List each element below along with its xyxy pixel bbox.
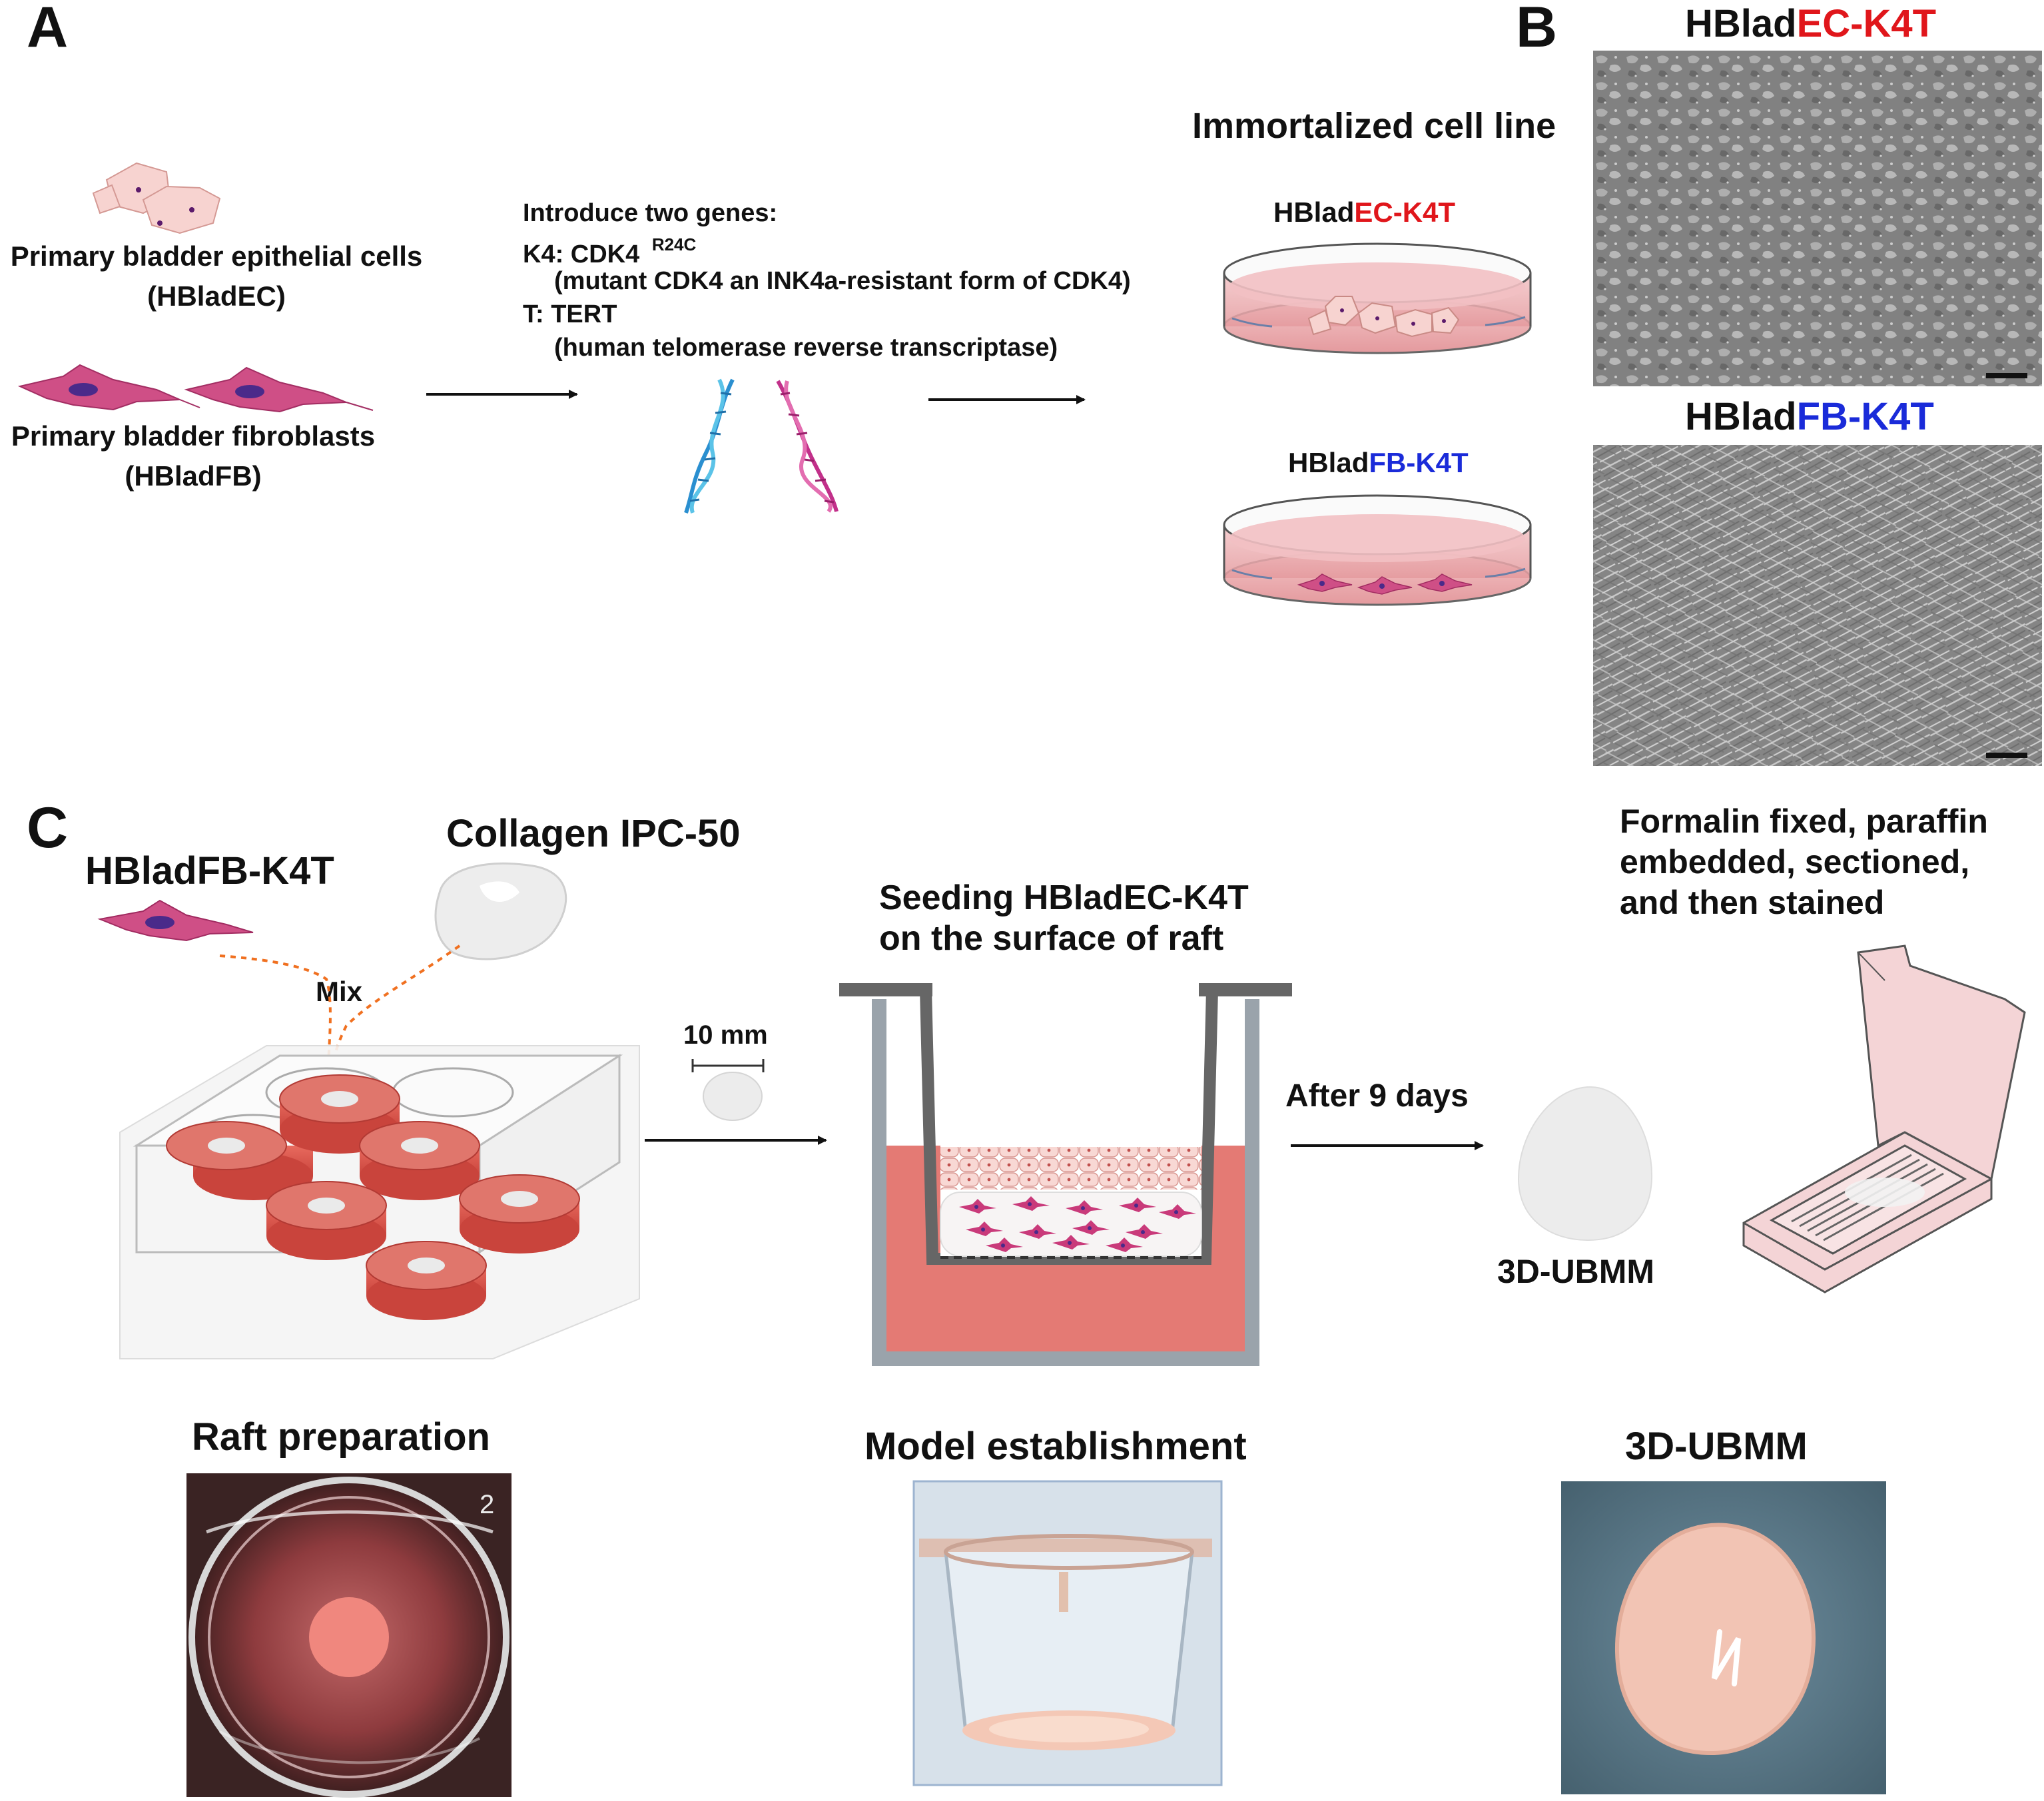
dna-helix-magenta-icon bbox=[776, 380, 839, 513]
k4-superscript: R24C bbox=[651, 234, 697, 254]
seeding-line2: on the surface of raft bbox=[879, 919, 1224, 958]
k4-line: K4: CDK4 R24C bbox=[523, 235, 696, 269]
k4-description: (mutant CDK4 an INK4a-resistant form of … bbox=[554, 267, 1131, 295]
photo2-title: Model establishment bbox=[864, 1425, 1247, 1468]
dish1-label-prefix: HBlad bbox=[1273, 196, 1355, 228]
micrograph2-title: HBladFB-K4T bbox=[1685, 396, 1934, 438]
mix-path-fibroblast bbox=[219, 954, 332, 1073]
scale-bar-1 bbox=[1986, 373, 2027, 378]
scale-label: 10 mm bbox=[683, 1020, 768, 1050]
transwell-insert-diagram bbox=[839, 983, 1292, 1366]
embedding-cassette-icon bbox=[1742, 944, 2026, 1293]
micrograph2-title-suffix: FB-K4T bbox=[1796, 395, 1934, 438]
ffpe-line1: Formalin fixed, paraffin bbox=[1620, 803, 1988, 840]
epithelial-cells-icon bbox=[92, 162, 221, 234]
micrograph-ec-k4t bbox=[1593, 51, 2042, 386]
fb-k4t-label: HBladFB-K4T bbox=[85, 849, 334, 893]
panel-label-c: C bbox=[27, 796, 69, 860]
ffpe-label: Formalin fixed, paraffin embedded, secti… bbox=[1620, 803, 1988, 921]
dish1-label: HBladEC-K4T bbox=[1273, 196, 1456, 228]
fibroblast-label: Primary bladder fibroblasts (HBladFB) bbox=[0, 420, 386, 492]
photo-model-establishment bbox=[912, 1480, 1223, 1786]
seeding-label: Seeding HBladEC-K4T on the surface of ra… bbox=[879, 879, 1249, 958]
culture-dish-epithelial bbox=[1223, 242, 1532, 354]
micrograph1-title: HBladEC-K4T bbox=[1685, 3, 1936, 45]
ubmm-raft-icon bbox=[1517, 1086, 1653, 1242]
ffpe-line3: and then stained bbox=[1620, 884, 1885, 921]
t-line: T: TERT bbox=[523, 300, 617, 328]
panel-label-a: A bbox=[27, 0, 69, 59]
micrograph1-title-prefix: HBlad bbox=[1685, 2, 1797, 45]
micrograph1-title-suffix: EC-K4T bbox=[1796, 2, 1937, 45]
immortalized-title: Immortalized cell line bbox=[1192, 106, 1556, 146]
panel-label-b: B bbox=[1516, 0, 1558, 59]
mix-label: Mix bbox=[316, 976, 363, 1007]
dish2-label-suffix: FB-K4T bbox=[1369, 447, 1469, 478]
fibroblast-label-line1: Primary bladder fibroblasts bbox=[11, 420, 376, 452]
dish1-label-suffix: EC-K4T bbox=[1354, 196, 1456, 228]
scale-bar-2 bbox=[1986, 753, 2027, 758]
seeding-line1: Seeding HBladEC-K4T bbox=[879, 879, 1249, 917]
ubmm-label: 3D-UBMM bbox=[1497, 1253, 1655, 1290]
dish2-label-prefix: HBlad bbox=[1288, 447, 1369, 478]
epithelial-label: Primary bladder epithelial cells (HBladE… bbox=[0, 240, 433, 312]
t-description: (human telomerase reverse transcriptase) bbox=[554, 334, 1058, 362]
culture-dish-fibroblast bbox=[1223, 494, 1532, 606]
photo-raft-preparation: 2 bbox=[186, 1473, 511, 1798]
after-days-label: After 9 days bbox=[1285, 1078, 1469, 1114]
dna-helix-blue-icon bbox=[684, 378, 735, 514]
collagen-label: Collagen IPC-50 bbox=[446, 812, 741, 855]
photo1-title: Raft preparation bbox=[192, 1415, 490, 1459]
k4-prefix: K4: CDK4 bbox=[523, 240, 640, 268]
dish2-label: HBladFB-K4T bbox=[1288, 447, 1469, 478]
photo3-title: 3D-UBMM bbox=[1625, 1425, 1808, 1468]
collagen-drop-icon bbox=[434, 862, 567, 960]
scale-raft-icon bbox=[691, 1059, 765, 1121]
ffpe-line2: embedded, sectioned, bbox=[1620, 843, 1970, 881]
epithelial-label-line1: Primary bladder epithelial cells bbox=[10, 240, 423, 272]
micrograph2-title-prefix: HBlad bbox=[1685, 395, 1797, 438]
photo-3d-ubmm bbox=[1561, 1481, 1886, 1794]
well-number: 2 bbox=[480, 1490, 494, 1519]
fibroblast-cells-icon bbox=[17, 364, 374, 413]
fibroblast-small-icon bbox=[97, 899, 254, 942]
six-well-plate bbox=[119, 1045, 640, 1359]
fibroblast-label-line2: (HBladFB) bbox=[125, 460, 262, 492]
micrograph-fb-k4t bbox=[1593, 445, 2042, 766]
genes-title: Introduce two genes: bbox=[523, 199, 778, 227]
epithelial-label-line2: (HBladEC) bbox=[147, 280, 286, 312]
